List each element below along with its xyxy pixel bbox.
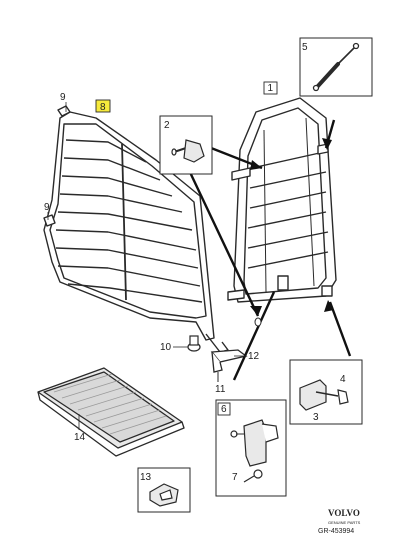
callout-4: 4 [340, 374, 346, 385]
callout-box-8-highlight [95, 99, 111, 113]
callout-7: 7 [232, 472, 238, 483]
callout-3: 3 [313, 412, 319, 423]
callout-12: 12 [248, 351, 260, 362]
frame-pin-icon [254, 317, 262, 327]
callout-2: 2 [164, 120, 170, 131]
callout-13: 13 [140, 472, 152, 483]
seat-frame-icon[interactable] [227, 97, 337, 303]
key-icon [243, 469, 263, 483]
diagram-reference: GR-453994 [318, 528, 354, 535]
cargo-tray-icon[interactable] [37, 367, 185, 457]
inset-box-5[interactable] [299, 37, 373, 97]
callout-6: 6 [221, 404, 227, 415]
callout-5: 5 [302, 42, 308, 53]
callout-9-side: 9 [44, 202, 50, 213]
inset-box-3-4[interactable] [289, 359, 363, 425]
callout-8: 8 [100, 102, 106, 113]
brand-logo: VOLVO [328, 508, 360, 518]
brand-subtitle: GENUINE PARTS [328, 520, 361, 525]
callout-box-1 [263, 81, 278, 95]
knob-icon [171, 139, 205, 163]
callout-1: 1 [268, 83, 274, 94]
callout-labels: 5 1 2 8 9 9 10 12 11 4 3 6 7 13 14 [44, 42, 346, 483]
clip-icon[interactable] [187, 335, 201, 352]
retaining-clip-icon [149, 483, 179, 507]
callout-9-top: 9 [60, 92, 66, 103]
callout-14: 14 [74, 432, 86, 443]
inset-box-6-7[interactable] [215, 399, 287, 497]
inset-box-2[interactable] [159, 115, 213, 175]
latch-bracket-icon [299, 379, 349, 411]
callout-11: 11 [215, 384, 226, 395]
bracket-icon[interactable] [210, 349, 248, 373]
leader-arrowheads [250, 138, 334, 316]
dog-grille-icon[interactable] [43, 105, 229, 353]
callout-10: 10 [160, 342, 172, 353]
gas-strut-icon [312, 42, 360, 92]
callout-box-6 [217, 402, 231, 416]
inset-box-13[interactable] [137, 467, 191, 513]
latch-icon [230, 419, 279, 467]
